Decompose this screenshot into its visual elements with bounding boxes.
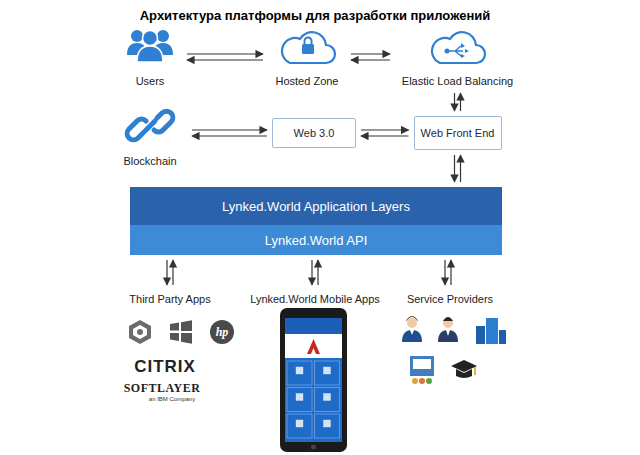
- users-icon: [127, 30, 173, 62]
- arrow-line: [460, 93, 461, 111]
- layer-band: Lynked.World Application Layers: [130, 187, 502, 225]
- arrow-line: [311, 260, 312, 285]
- app-tile-glyph: [324, 394, 331, 401]
- node-label: Lynked.World Application Layers: [222, 200, 410, 213]
- arrow-line: [351, 59, 390, 60]
- node-label: Elastic Load Balancing: [402, 75, 513, 88]
- node-label: Web 3.0: [294, 127, 335, 140]
- app-tile-glyph: [296, 420, 303, 427]
- app-tile: [315, 388, 340, 412]
- load-balancer-icon: [432, 32, 485, 63]
- arrow-line: [351, 53, 390, 54]
- logo-text: an IBM Company: [149, 396, 195, 402]
- mobile-phone: [280, 308, 347, 452]
- node-label: Web Front End: [421, 127, 495, 140]
- arrow-line: [454, 155, 455, 182]
- arrow-line: [187, 53, 263, 54]
- app-tile: [315, 414, 340, 438]
- logo-text: hp: [216, 326, 229, 338]
- group-label: Third Party Apps: [110, 290, 230, 309]
- arrow-line: [192, 129, 267, 130]
- double-arrow: [167, 260, 173, 285]
- node-label: Blockchain: [123, 155, 176, 168]
- cloud-lock-icon: [282, 32, 335, 63]
- double-arrow: [455, 155, 461, 182]
- icon-node: Hosted Zone: [268, 22, 346, 88]
- arrow-line: [187, 59, 263, 60]
- icon-node: Elastic Load Balancing: [395, 22, 520, 88]
- app-tile-glyph: [296, 394, 303, 401]
- app-tile-glyph: [296, 367, 303, 374]
- arrow-line: [450, 260, 451, 285]
- app-tile: [287, 361, 312, 385]
- process-box: Web Front End: [414, 116, 502, 150]
- double-arrow: [351, 54, 390, 60]
- app-tile-glyph: [324, 420, 331, 427]
- service-provider-icons: [402, 316, 506, 384]
- app-tile-glyph: [324, 367, 331, 374]
- group-label: Service Providers: [395, 290, 505, 309]
- app-tile: [315, 361, 340, 385]
- arrow-line: [361, 135, 409, 136]
- double-arrow: [445, 260, 451, 285]
- arrow-line: [361, 129, 409, 130]
- logo-text: CITRIX: [134, 358, 196, 375]
- chain-link-icon: [127, 111, 173, 140]
- double-arrow: [361, 130, 409, 136]
- logo-text: SOFTLAYER: [124, 382, 201, 394]
- arrow-line: [444, 260, 445, 285]
- node-label: Service Providers: [407, 293, 493, 306]
- node-label: Hosted Zone: [276, 75, 339, 88]
- node-label: Users: [136, 75, 165, 88]
- group-label: Lynked.World Mobile Apps: [235, 290, 395, 309]
- node-label: Lynked.World Mobile Apps: [250, 293, 380, 306]
- arrow-line: [454, 93, 455, 111]
- icon-node: Users: [118, 22, 182, 88]
- double-arrow: [312, 260, 318, 285]
- double-arrow: [455, 93, 461, 111]
- layer-band: Lynked.World API: [130, 225, 502, 255]
- icon-node: Blockchain: [113, 108, 187, 168]
- arrow-line: [192, 135, 267, 136]
- arrow-line: [172, 260, 173, 285]
- double-arrow: [187, 54, 263, 60]
- arrow-line: [317, 260, 318, 285]
- diagram-title: Архитектура платформы для разработки при…: [0, 8, 630, 23]
- process-box: Web 3.0: [272, 118, 356, 148]
- arrow-line: [460, 155, 461, 182]
- arrow-line: [166, 260, 167, 285]
- app-tile: [287, 388, 312, 412]
- node-label: Third Party Apps: [129, 293, 210, 306]
- node-label: Lynked.World API: [265, 234, 368, 247]
- app-tile: [287, 414, 312, 438]
- third-party-logos: [129, 320, 234, 344]
- double-arrow: [192, 130, 267, 136]
